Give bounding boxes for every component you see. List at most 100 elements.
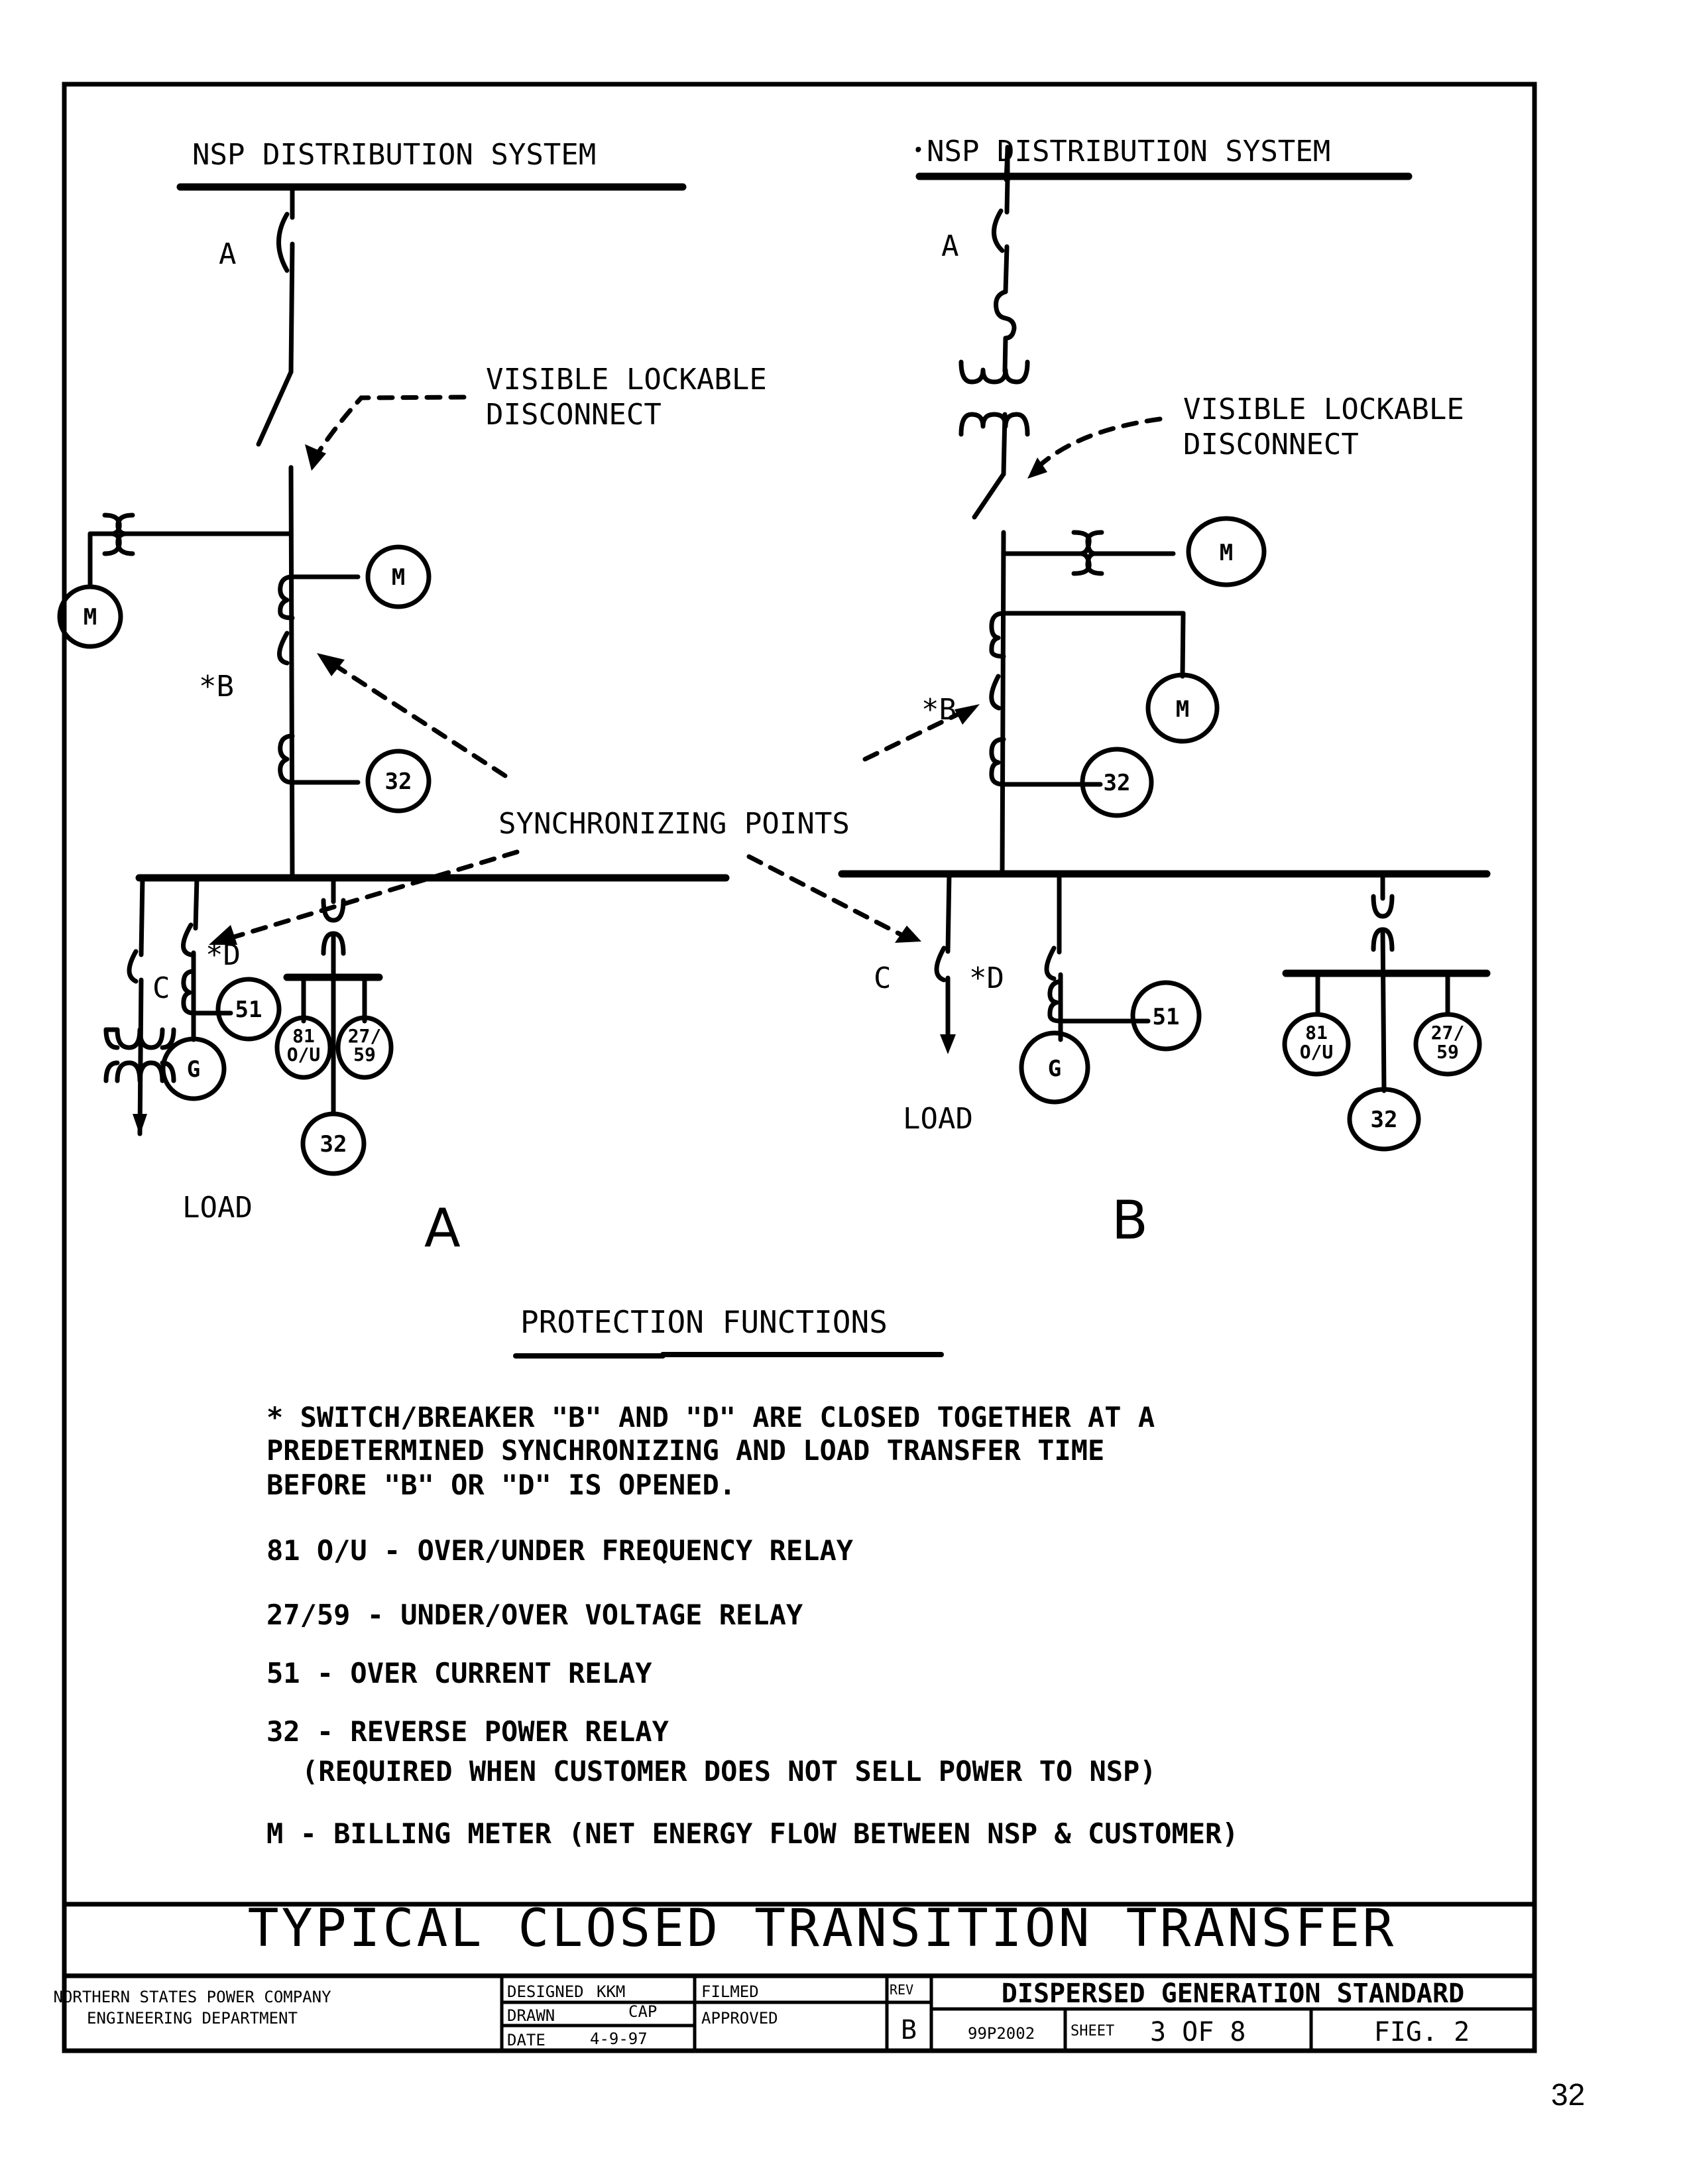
relay-label: 81 [1305,1022,1328,1044]
note-line: PREDETERMINED SYNCHRONIZING AND LOAD TRA… [266,1434,1104,1467]
disconnect-arrow-a [309,394,467,465]
relay-label: 51 [235,997,262,1023]
current-transformer-a [278,733,295,785]
meter-lower-b [1145,672,1220,744]
relay-label: 59 [1436,1041,1459,1063]
load-feeder-b [945,871,952,954]
disconnect-label-b: VISIBLE LOCKABLE [1183,393,1464,426]
relay-lead-b [1380,927,1387,1093]
relay-label: O/U [1300,1041,1334,1063]
relay-label: 32 [385,768,412,795]
generator-feeder-a [193,875,200,931]
feeder-line-b [1003,244,1010,294]
arrowhead [955,704,980,725]
disconnect-switch-a [256,369,294,447]
figure-number: FIG. 2 [1374,2017,1470,2047]
protection-heading: PROTECTION FUNCTIONS [520,1304,888,1340]
protection-item-note: (REQUIRED WHEN CUSTOMER DOES NOT SELL PO… [302,1755,1157,1788]
relay-81-a [274,1015,333,1080]
breaker-a-label-b: A [941,229,959,263]
date-label: DATE [507,2031,546,2049]
source-label-a: NSP DISTRIBUTION SYSTEM [192,138,596,172]
breaker-c-symbol-b [934,945,947,983]
meter-label: M [1176,696,1189,723]
relay-pt-a [321,898,346,923]
diagram-a: NSP DISTRIBUTION SYSTEM A VISIBLE LOCKAB… [57,138,767,1225]
standard-name: DISPERSED GENERATION STANDARD [1002,1978,1464,2009]
protection-item: 51 - OVER CURRENT RELAY [266,1657,652,1689]
disconnect-label-a: DISCONNECT [486,398,662,432]
protection-item: 32 - REVERSE POWER RELAY [266,1715,669,1748]
drawing-border [62,82,1537,2053]
relay-32-upper-a [365,749,432,814]
feeder-line-b [1002,335,1008,374]
protection-functions: PROTECTION FUNCTIONS * SWITCH/BREAKER "B… [266,1304,1239,1850]
disconnect-label-a: VISIBLE LOCKABLE [486,363,767,396]
load-transformer-a [103,1027,176,1050]
feeder-line-b [1000,530,1006,878]
relay-51-a [215,977,282,1042]
relay-32-lower-b [1347,1087,1421,1152]
breaker-a-symbol [276,212,290,273]
relay-label: 32 [320,1131,347,1158]
protection-item: 27/59 - UNDER/OVER VOLTAGE RELAY [266,1599,803,1631]
meter-label: M [1220,540,1233,566]
generator-b [1019,1030,1090,1105]
meter-left-a [57,584,123,649]
load-feeder-a [139,875,145,957]
breaker-a-label-a: A [219,237,237,271]
generator-label: G [1048,1056,1061,1082]
relay-label: O/U [287,1044,321,1065]
meter-label: M [392,564,405,591]
breaker-c-symbol-a [127,949,139,984]
drawn-value: CAP [628,2002,657,2021]
relay-label: 32 [1104,770,1131,796]
relay-2759-b [1413,1012,1482,1077]
current-transformer-b [1047,979,1063,1024]
protection-item: M - BILLING METER (NET ENERGY FLOW BETWE… [266,1817,1239,1850]
sync-arrow-to-d-a [216,849,520,944]
feeder-line-a [288,241,295,375]
fuse-b [994,289,1017,341]
current-transformer-b [989,611,1006,659]
current-transformer-a [181,969,196,1016]
designed-label: DESIGNED [507,1982,584,2001]
current-transformer-b [989,737,1006,787]
source-label-b: NSP DISTRIBUTION SYSTEM [927,135,1330,168]
load-arrow-a [133,1114,147,1135]
figure-letter-b: B [1112,1189,1148,1251]
relay-32-upper-b [1080,747,1154,818]
feeder-line-a [288,465,295,880]
current-transformer-a [278,574,295,621]
breaker-c-label-b: C [874,961,892,995]
disconnect-label-b: DISCONNECT [1183,428,1359,461]
synchronizing-points-label: SYNCHRONIZING POINTS [498,807,850,841]
relay-label: 27/ [348,1025,382,1047]
relay-label: 51 [1153,1004,1180,1030]
generator-label: G [187,1056,200,1083]
arrowhead [317,653,345,676]
breaker-c-label-a: C [152,971,170,1005]
sheet-value: 3 OF 8 [1150,2017,1246,2047]
disconnect-switch-b [972,471,1006,520]
breaker-d-label-b: *D [969,961,1004,995]
disconnect-arrow-b [1031,416,1163,473]
drawing-number: 99P2002 [968,2024,1035,2043]
rev-value: B [901,2015,917,2045]
service-transformer-b [958,359,1030,385]
protection-item: 81 O/U - OVER/UNDER FREQUENCY RELAY [266,1534,854,1567]
designed-value: KKM [597,1982,625,2001]
relay-51-b [1130,980,1202,1052]
load-label-a: LOAD [182,1191,253,1225]
arrowhead [1027,457,1047,479]
figure-letter-a: A [424,1197,461,1259]
relay-2759-a [335,1015,394,1080]
breaker-b-symbol-a [277,631,290,666]
relay-label: 59 [353,1044,376,1065]
sync-arrow-to-b-b [862,710,964,762]
arrowhead [209,925,237,945]
sync-arrow-to-c-b [746,854,904,938]
feeder-line-b [1001,412,1008,477]
note-line: BEFORE "B" OR "D" IS OPENED. [266,1469,736,1501]
